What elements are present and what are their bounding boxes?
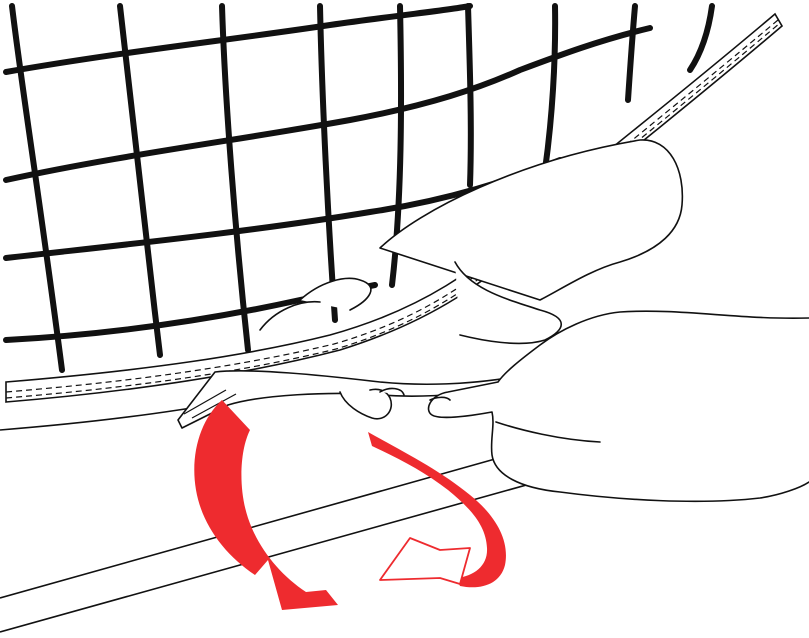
net-mesh	[3, 3, 715, 373]
rotate-arrow-icon	[194, 400, 506, 610]
hand	[259, 139, 809, 503]
